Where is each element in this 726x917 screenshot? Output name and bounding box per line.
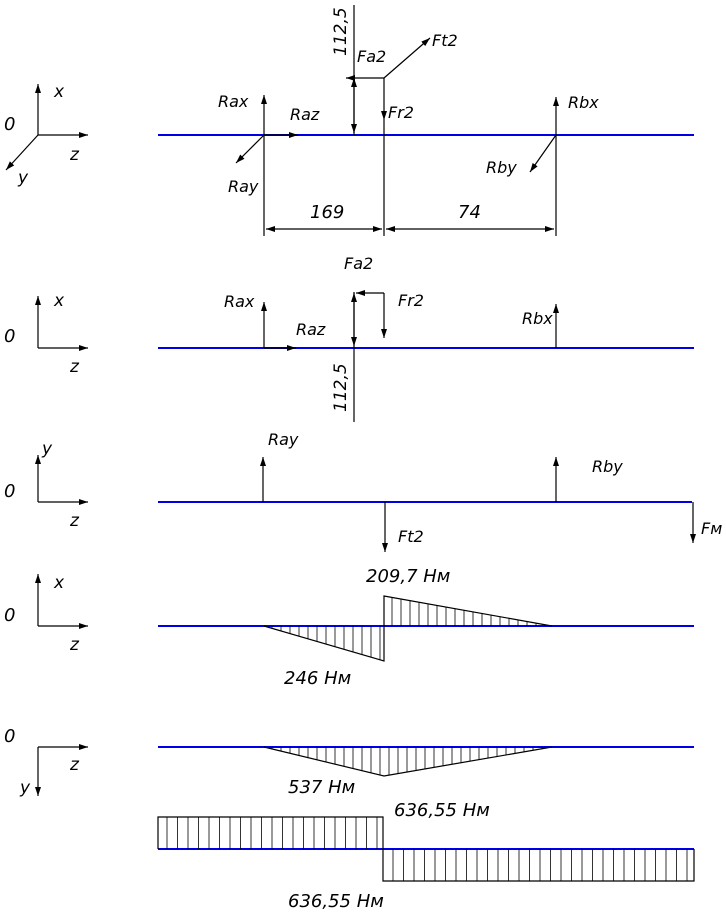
scheme-2: Fa2 Rax Raz 112,5 Fr2 Rbx [158,254,694,422]
moment-triangle-negative [263,625,385,662]
axis-y-label: y [41,439,53,459]
moment-hatch [271,747,543,776]
coordinate-frame-2: 0 x z [4,291,88,377]
axis-z-label: z [69,357,80,377]
rax-label: Rax [218,92,249,111]
torque-rect-right [382,849,695,882]
ray-label: Ray [228,177,259,196]
origin-label: 0 [4,605,15,626]
torque-bottom-value: 636,55 Нм [288,891,384,912]
fr2-label: Fr2 [388,103,414,122]
fa2-label: Fa2 [357,47,386,66]
moment-hatch-negative [271,626,381,660]
fm-label: Fм [701,519,722,538]
moment-diagram-yz: 537 Нм [158,746,694,798]
axis-x-label: x [53,291,65,311]
fa2-label: Fa2 [344,254,373,273]
scheme-1: Rax Raz Ray 112,5 Fa2 Ft2 Fr2 Rbx Rby [158,5,694,236]
origin-label: 0 [4,114,15,135]
moment-xz-top-value: 209,7 Нм [366,566,450,587]
rax-label: Rax [224,292,255,311]
span-b-dimension: 74 [458,202,481,223]
ft2-label: Ft2 [432,31,458,50]
origin-label: 0 [4,726,15,747]
lever-dimension: 112,5 [331,7,351,56]
torque-top-value: 636,55 Нм [394,800,490,821]
lever-dimension: 112,5 [331,363,351,412]
axis-x-label: x [53,573,65,593]
moment-diagram-xz: 209,7 Нм 246 Нм [158,566,694,689]
coordinate-frame-5: 0 z y [4,726,88,798]
torque-rect-left [157,816,384,849]
raz-label: Raz [290,105,320,124]
rby-label: Rby [592,457,623,476]
rbx-label: Rbx [522,309,553,328]
scheme-3: Ray Rby Ft2 Fм [158,430,722,552]
rby-label: Rby [486,158,517,177]
axis-y-label: y [19,778,31,798]
coordinate-frame-4: 0 x z [4,573,88,655]
axis-z-label: z [69,755,80,775]
torque-diagram: 636,55 Нм 636,55 Нм [157,800,695,912]
ft2-label: Ft2 [398,527,424,546]
axis-y-label: y [17,168,29,188]
axis-x-label: x [53,82,65,102]
raz-label: Raz [296,320,326,339]
coordinate-frame-1: 0 x z y [4,82,88,188]
moment-xz-bottom-value: 246 Нм [284,668,351,689]
axis-z-label: z [69,635,80,655]
coordinate-frame-3: 0 y z [4,439,88,531]
moment-hatch-positive [391,597,546,626]
torque-hatch-left [166,817,378,849]
span-a-dimension: 169 [310,202,344,223]
fr2-label: Fr2 [398,291,424,310]
moment-triangle-positive [383,595,553,627]
torque-hatch-right [392,849,688,881]
axis-z-label: z [69,145,80,165]
moment-yz-value: 537 Нм [288,777,355,798]
origin-label: 0 [4,481,15,502]
ray-label: Ray [268,430,299,449]
moment-triangle [263,746,553,777]
axis-z-label: z [69,511,80,531]
origin-label: 0 [4,326,15,347]
rbx-label: Rbx [568,93,599,112]
